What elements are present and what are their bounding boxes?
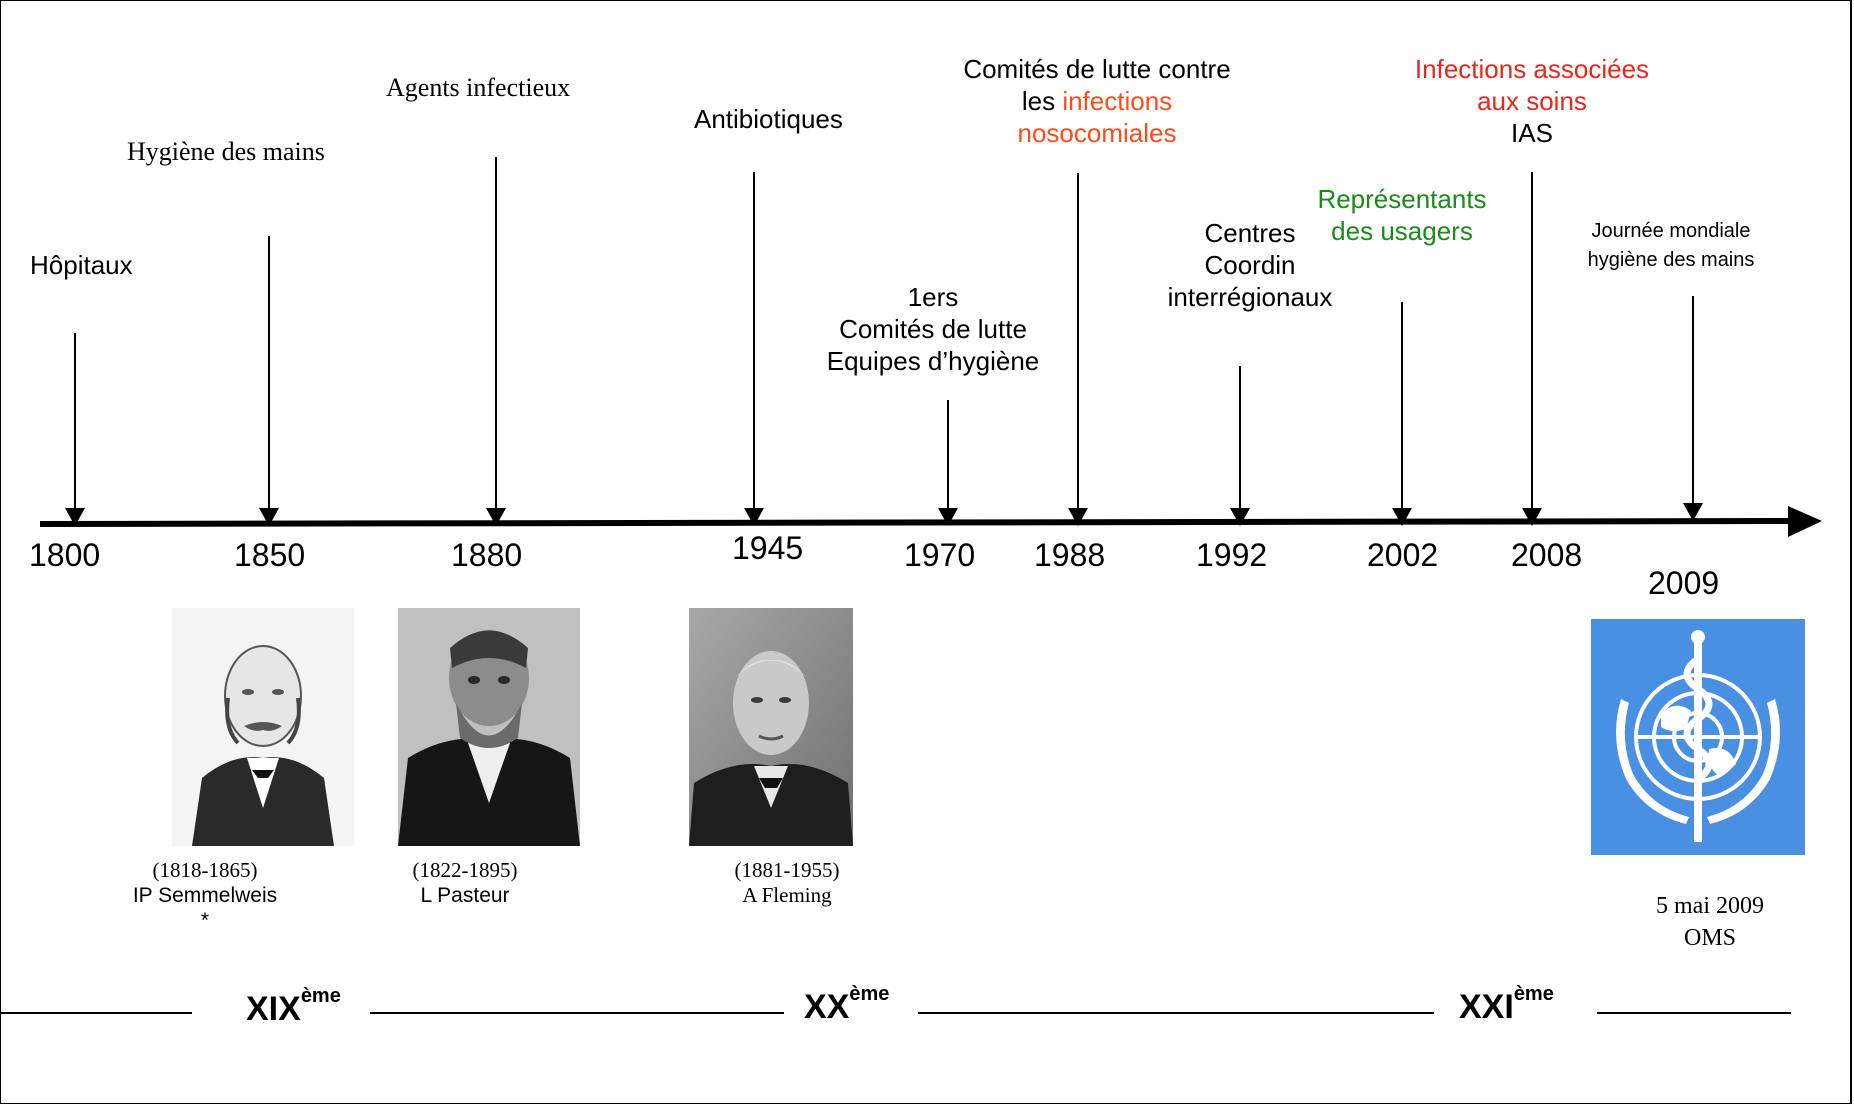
year-1970: 1970 xyxy=(904,537,976,573)
year-1988: 1988 xyxy=(1034,537,1106,573)
event-label-1970: 1ers Comités de lutte Equipes d’hygiène xyxy=(826,282,1040,376)
event-arrow-2009 xyxy=(1683,296,1703,521)
event-arrow-1880 xyxy=(486,157,506,526)
portrait-fleming xyxy=(689,608,853,846)
event-arrow-2002 xyxy=(1392,302,1412,526)
who-logo xyxy=(1591,619,1805,855)
year-1945: 1945 xyxy=(732,530,804,566)
event-arrow-1988 xyxy=(1068,173,1088,526)
event-label-1992: Centres Coordin interrégionaux xyxy=(1167,218,1333,312)
portrait-semmelweis xyxy=(172,608,354,846)
event-arrow-1945 xyxy=(744,172,764,526)
century-label-19: XIXème xyxy=(246,984,341,1028)
century-label-20: XXème xyxy=(804,982,890,1026)
event-arrow-1970 xyxy=(938,400,958,526)
caption-pasteur: (1822-1895) L Pasteur xyxy=(412,858,518,907)
century-label-21: XXIème xyxy=(1459,982,1554,1026)
event-label-1850: Hygiène des mains xyxy=(127,137,325,166)
event-label-2009: Journée mondiale hygiène des mains xyxy=(1587,220,1755,271)
event-arrow-1800 xyxy=(65,333,85,526)
event-label-1945: Antibiotiques xyxy=(694,104,843,134)
event-label-1988: Comités de lutte contre les infections n… xyxy=(963,54,1231,148)
event-label-2008: Infections associées aux soins IAS xyxy=(1414,54,1650,148)
portrait-pasteur xyxy=(398,608,580,846)
caption-semmelweis: (1818-1865) IP Semmelweis * xyxy=(132,858,278,932)
year-2002: 2002 xyxy=(1367,537,1439,573)
year-2009: 2009 xyxy=(1648,565,1720,601)
year-2008: 2008 xyxy=(1511,537,1583,573)
timeline-axis-arrowhead xyxy=(1788,506,1822,537)
timeline-axis xyxy=(39,518,1791,527)
event-label-2002: Représentants des usagers xyxy=(1302,183,1502,247)
event-arrow-1992 xyxy=(1230,366,1250,526)
year-1850: 1850 xyxy=(234,537,306,573)
year-1880: 1880 xyxy=(451,537,523,573)
year-1800: 1800 xyxy=(29,537,101,573)
infections-highlight: infections xyxy=(1062,86,1173,116)
event-arrow-2008 xyxy=(1522,172,1542,526)
event-arrow-1850 xyxy=(259,236,279,526)
event-label-1880: Agents infectieux xyxy=(386,73,571,102)
year-1992: 1992 xyxy=(1196,537,1268,573)
caption-who: 5 mai 2009 OMS xyxy=(1656,893,1764,951)
event-label-1800: Hôpitaux xyxy=(30,250,133,280)
caption-fleming: (1881-1955) A Fleming xyxy=(734,858,840,907)
